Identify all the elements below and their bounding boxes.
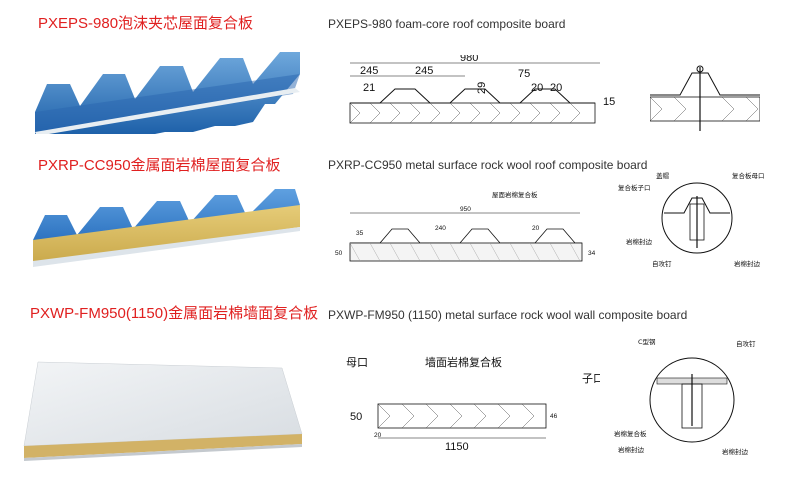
dim-20a: 20 — [531, 82, 543, 94]
product-1-joint-detail — [650, 65, 760, 131]
product-3-panel-image — [23, 361, 303, 461]
dim-20: 20 — [532, 225, 540, 232]
label-screw-wall: 自攻钉 — [736, 339, 756, 348]
dim-20-wall: 20 — [374, 432, 382, 439]
label-wool-board: 岩棉复合板 — [614, 429, 647, 438]
dim-total: 980 — [460, 55, 478, 64]
label-c-beam: C型钢 — [638, 337, 656, 346]
label-female: 复合板母口 — [732, 171, 765, 180]
product-2-section-drawing: 屋面岩棉复合板 950 240 20 35 50 34 — [335, 190, 596, 262]
dim-15: 15 — [603, 96, 615, 108]
label-seal-wall-1: 岩棉封边 — [618, 445, 645, 454]
dim-21: 21 — [363, 82, 375, 94]
dim-20b: 20 — [550, 82, 562, 94]
label-screw: 自攻钉 — [652, 259, 672, 268]
product-3-joint-detail: C型钢 自攻钉 岩棉复合板 岩棉封边 岩棉封边 — [614, 337, 756, 456]
product-2-title-cn: PXRP-CC950金属面岩棉屋面复合板 — [38, 157, 281, 174]
product-2-title-en: PXRP-CC950 metal surface rock wool roof … — [328, 158, 648, 172]
product-1-title-en: PXEPS-980 foam-core roof composite board — [328, 17, 566, 31]
label-male-cn: 子口 — [582, 372, 600, 385]
product-2-panel-image — [33, 189, 300, 267]
product-1-panel-image — [35, 52, 300, 134]
dim-46: 46 — [550, 413, 558, 420]
label-seal-wall-2: 岩棉封边 — [722, 447, 749, 456]
product-3-title-cn: PXWP-FM950(1150)金属面岩棉墙面复合板 — [30, 305, 319, 322]
product-1-title-cn: PXEPS-980泡沫夹芯屋面复合板 — [38, 15, 254, 32]
label-female-cn: 母口 — [346, 356, 368, 369]
label-seal-1: 岩棉封边 — [626, 237, 653, 246]
dim-35: 35 — [356, 230, 364, 237]
dim-50: 50 — [335, 250, 343, 257]
dim-h: 29 — [476, 82, 488, 94]
label-cover: 盖帽 — [656, 171, 670, 180]
label-male: 复合板子口 — [618, 183, 651, 192]
label-roof-board: 屋面岩棉复合板 — [492, 190, 538, 199]
product-2-joint-detail: 盖帽 复合板母口 复合板子口 岩棉封边 自攻钉 岩棉封边 — [618, 171, 765, 268]
dim-75: 75 — [518, 68, 530, 80]
dim-950: 950 — [460, 206, 471, 213]
product-3-title-en: PXWP-FM950 (1150) metal surface rock woo… — [328, 308, 688, 322]
product-1-section-drawing: 980 245 245 29 75 21 20 20 15 — [349, 55, 615, 124]
dim-50-wall: 50 — [350, 411, 362, 423]
dim-240: 240 — [435, 225, 446, 232]
label-wall-board: 墙面岩棉复合板 — [425, 355, 502, 369]
product-3-section-drawing: 母口 墙面岩棉复合板 子口 50 46 20 1150 — [346, 355, 600, 452]
dim-p1: 245 — [360, 65, 378, 77]
dim-34: 34 — [588, 250, 596, 257]
dim-1150: 1150 — [445, 441, 469, 452]
label-seal-2: 岩棉封边 — [734, 259, 761, 268]
dim-p2: 245 — [415, 65, 433, 77]
